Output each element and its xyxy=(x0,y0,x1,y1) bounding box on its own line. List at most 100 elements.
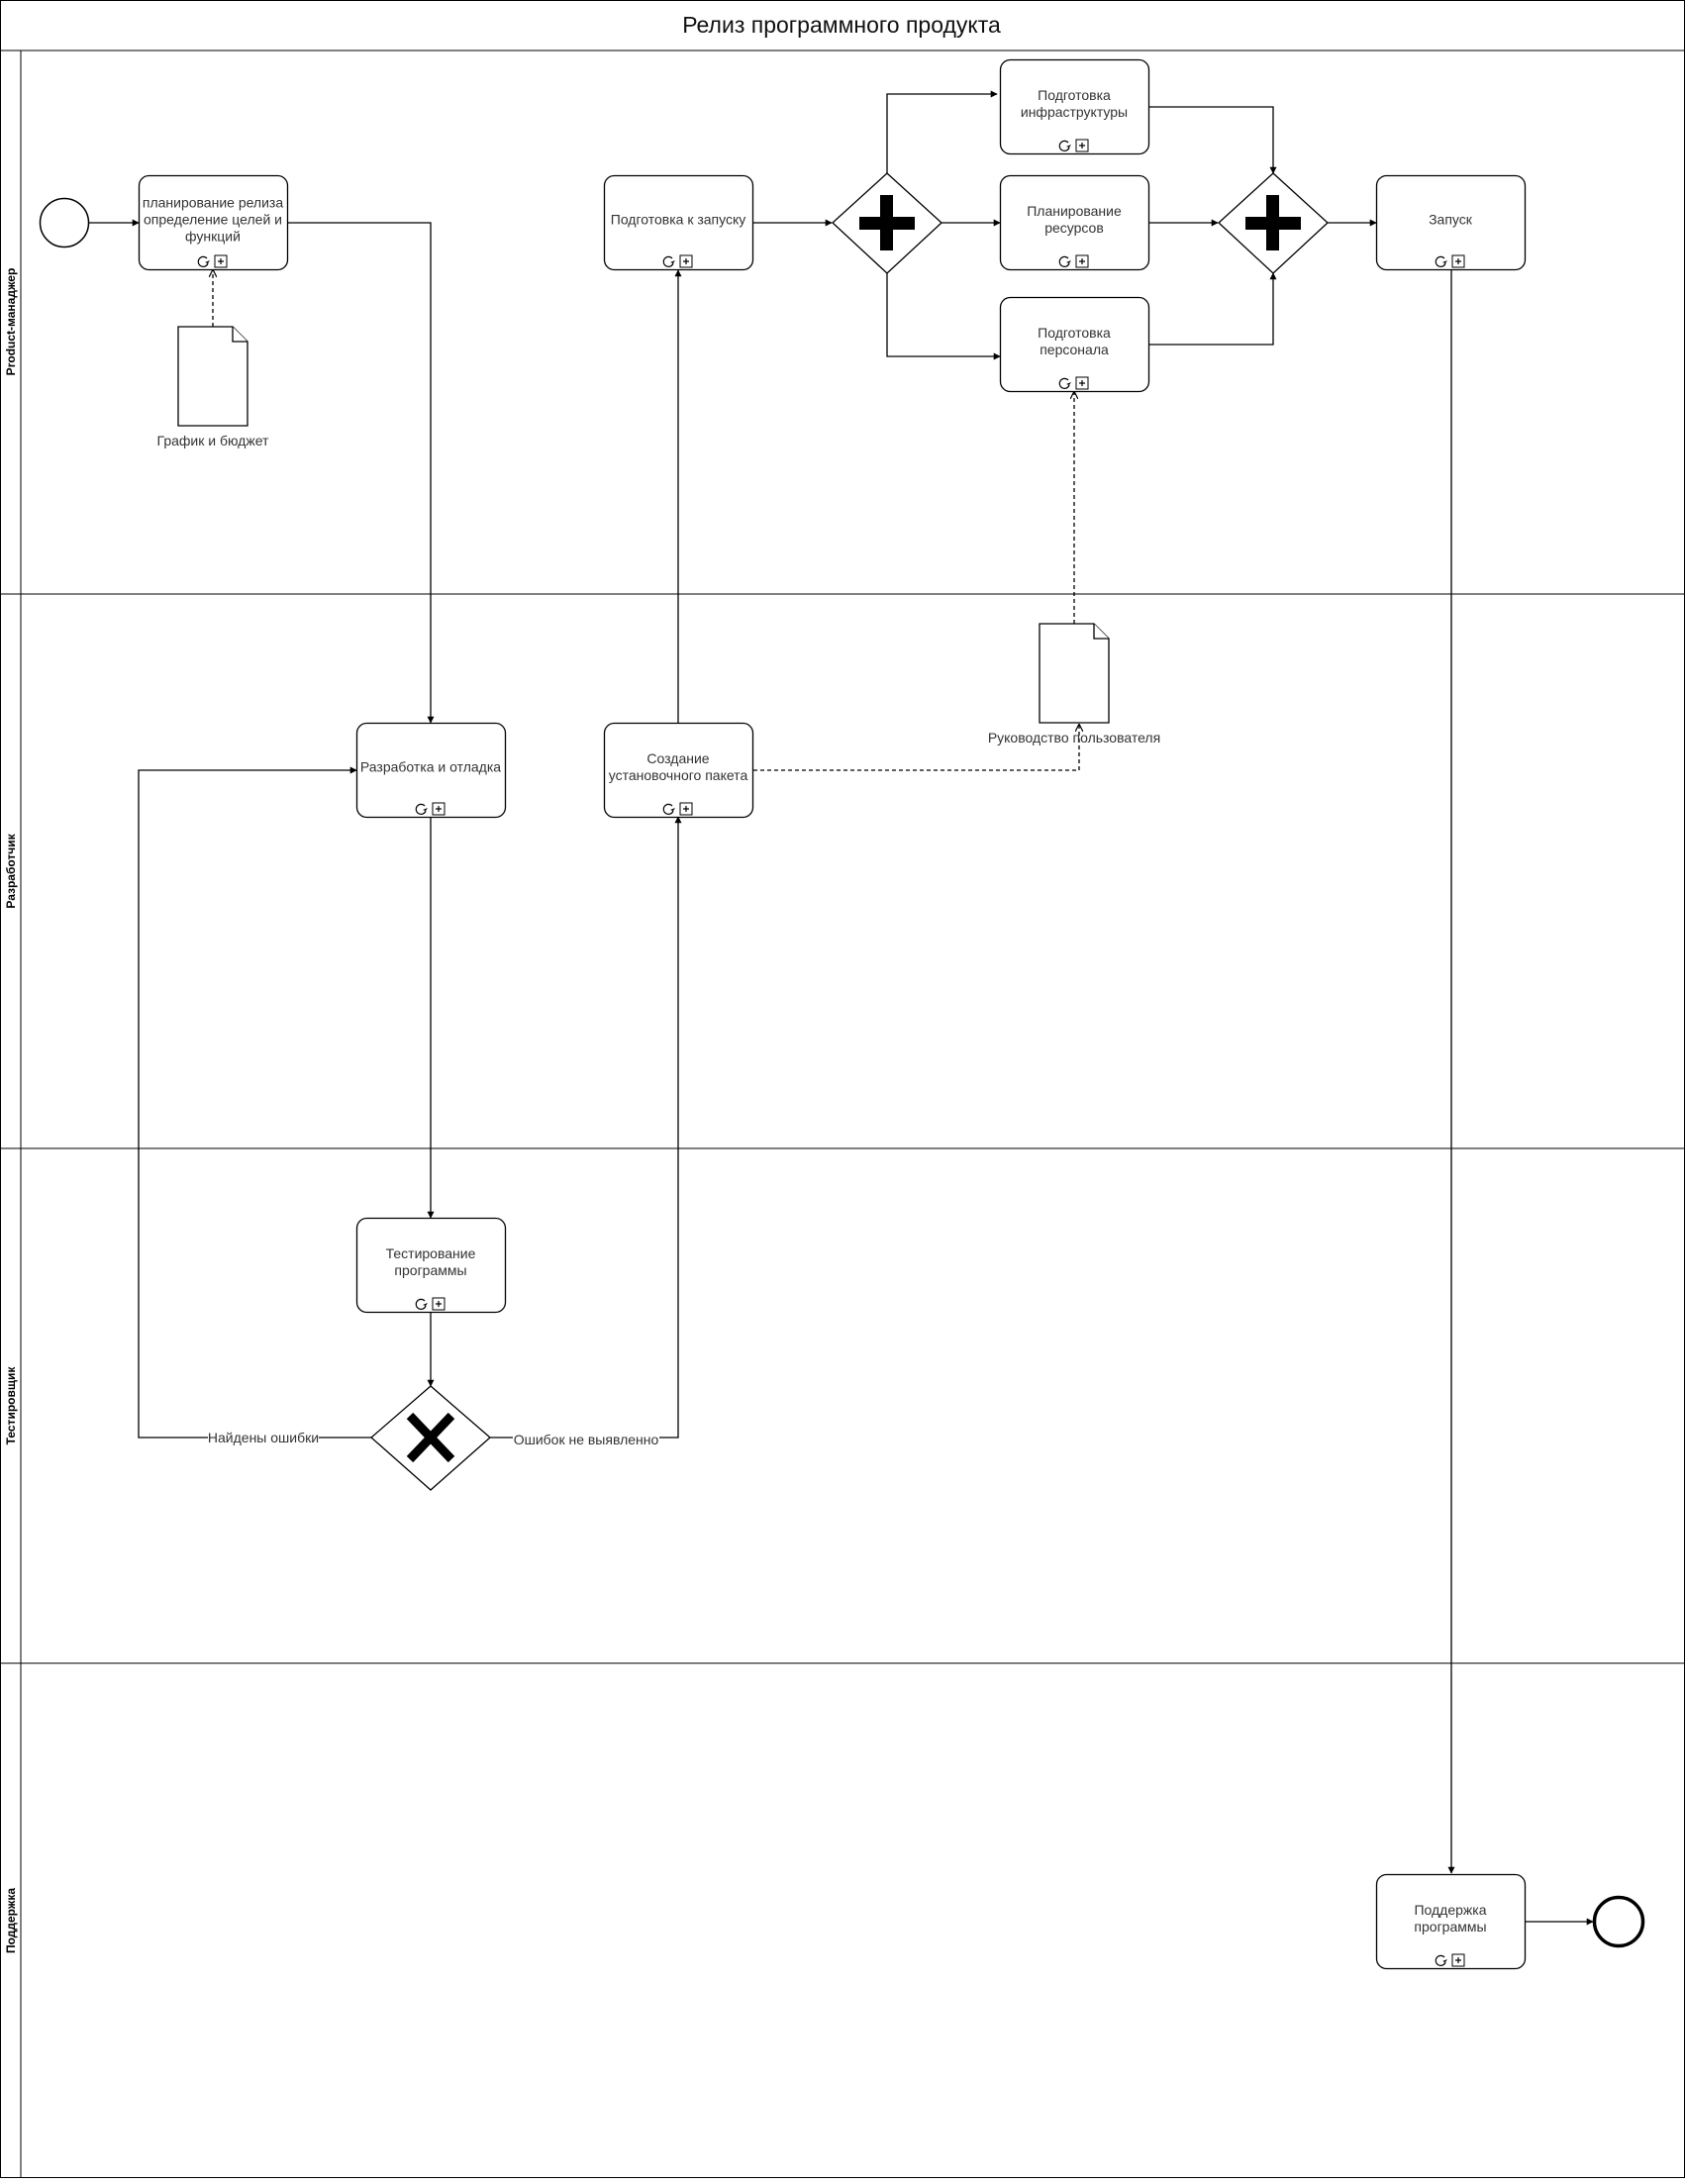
task-label: Разработка и отладка xyxy=(360,759,501,775)
flow-infra-to-join[interactable] xyxy=(1149,106,1277,174)
lane-label-support: Поддержка xyxy=(4,1888,18,1953)
task-label: Подготовка xyxy=(1038,325,1111,341)
diagram-title: Релиз программного продукта xyxy=(682,12,1001,38)
plus-icon xyxy=(1455,1957,1461,1963)
sequence-flows xyxy=(89,90,1594,1926)
document-schedule[interactable]: График и бюджет xyxy=(157,326,269,448)
flow-staff-to-join[interactable] xyxy=(1149,272,1277,346)
task-label: Планирование xyxy=(1027,203,1122,219)
loop-arrow xyxy=(1442,260,1447,263)
plus-icon xyxy=(436,1301,442,1307)
loop-arrow xyxy=(670,260,675,263)
task-label: Поддержка xyxy=(1414,1902,1486,1918)
plus-icon xyxy=(1079,258,1085,264)
task-label: Подготовка к запуску xyxy=(611,212,746,228)
end-event[interactable] xyxy=(1592,1895,1645,1948)
loop-arrow xyxy=(423,808,428,811)
plus-icon-vertical xyxy=(1266,195,1279,250)
plus-icon xyxy=(1079,143,1085,149)
task-box xyxy=(355,722,507,819)
flow-decision-to-develop[interactable] xyxy=(138,766,357,1439)
task-label: программы xyxy=(394,1262,466,1278)
plus-icon xyxy=(1455,258,1461,264)
loop-icon xyxy=(1058,140,1070,151)
lane-tester: Тестировщик xyxy=(4,1366,18,1445)
lane-label-developer: Разработчик xyxy=(4,833,18,908)
x-icon xyxy=(406,1412,455,1463)
flow-decision-to-package[interactable] xyxy=(659,816,682,1439)
associations xyxy=(213,270,1079,771)
task-label: функций xyxy=(185,229,241,245)
task-label: Тестирование xyxy=(386,1245,476,1261)
document-icon xyxy=(177,326,248,427)
task-label: персонала xyxy=(1040,342,1109,357)
loop-icon xyxy=(415,803,427,815)
lane-support: Поддержка xyxy=(4,1888,18,1953)
loop-arrow xyxy=(1066,260,1071,263)
gateway-fork[interactable] xyxy=(832,172,942,274)
loop-icon xyxy=(662,255,674,267)
task-label: ресурсов xyxy=(1044,220,1104,236)
plus-icon xyxy=(1079,380,1085,386)
task-box xyxy=(1375,174,1527,271)
task-box xyxy=(1375,1873,1527,1970)
task-label: установочного пакета xyxy=(609,767,748,783)
loop-icon xyxy=(1435,1954,1446,1966)
assoc-package-to-manual[interactable] xyxy=(753,725,1079,771)
plus-icon-vertical xyxy=(880,195,893,250)
plus-icon xyxy=(218,258,224,264)
loop-arrow xyxy=(423,1303,428,1306)
loop-icon xyxy=(662,803,674,815)
task-launch-prep[interactable]: Подготовка к запуску xyxy=(603,174,754,271)
task-box xyxy=(138,174,289,271)
loop-arrow xyxy=(1442,1959,1447,1962)
document-manual[interactable]: Руководство пользователя xyxy=(988,623,1160,745)
loop-arrow xyxy=(670,808,675,811)
label-errors-found: Найдены ошибки xyxy=(208,1430,319,1445)
task-label: Подготовка xyxy=(1038,87,1111,103)
task-box xyxy=(603,722,754,819)
gateways xyxy=(370,172,1329,1491)
gateway-decision[interactable] xyxy=(370,1385,491,1491)
task-box xyxy=(999,174,1150,271)
lane-developer: Разработчик xyxy=(4,833,18,908)
plus-icon xyxy=(683,258,689,264)
task-box xyxy=(999,58,1150,155)
flow-planning-to-develop[interactable] xyxy=(287,222,435,724)
loop-arrow xyxy=(1066,382,1071,385)
plus-icon xyxy=(683,806,689,812)
loop-icon xyxy=(1058,255,1070,267)
loop-icon xyxy=(415,1298,427,1310)
flow-labels: Найдены ошибки Ошибок не выявленно xyxy=(208,1430,659,1447)
task-label: программы xyxy=(1414,1919,1486,1935)
lane-label-pm: Product-манаджер xyxy=(4,268,18,376)
flow-fork-to-staff[interactable] xyxy=(886,273,1001,360)
task-launch[interactable]: Запуск xyxy=(1375,174,1527,271)
task-develop[interactable]: Разработка и отладка xyxy=(355,722,507,819)
gateway-join[interactable] xyxy=(1218,172,1329,274)
start-event[interactable] xyxy=(39,197,90,248)
task-label: определение целей и xyxy=(144,212,282,228)
task-box xyxy=(603,174,754,271)
plus-icon xyxy=(436,806,442,812)
document-schedule-label: График и бюджет xyxy=(157,433,269,448)
lane-pm: Product-манаджер xyxy=(4,268,18,376)
document-manual-label: Руководство пользователя xyxy=(988,730,1160,745)
flow-fork-to-infra[interactable] xyxy=(886,90,998,173)
label-no-errors: Ошибок не выявленно xyxy=(514,1432,659,1447)
loop-arrow xyxy=(1066,145,1071,148)
loop-icon xyxy=(1058,377,1070,389)
task-box xyxy=(999,296,1150,393)
